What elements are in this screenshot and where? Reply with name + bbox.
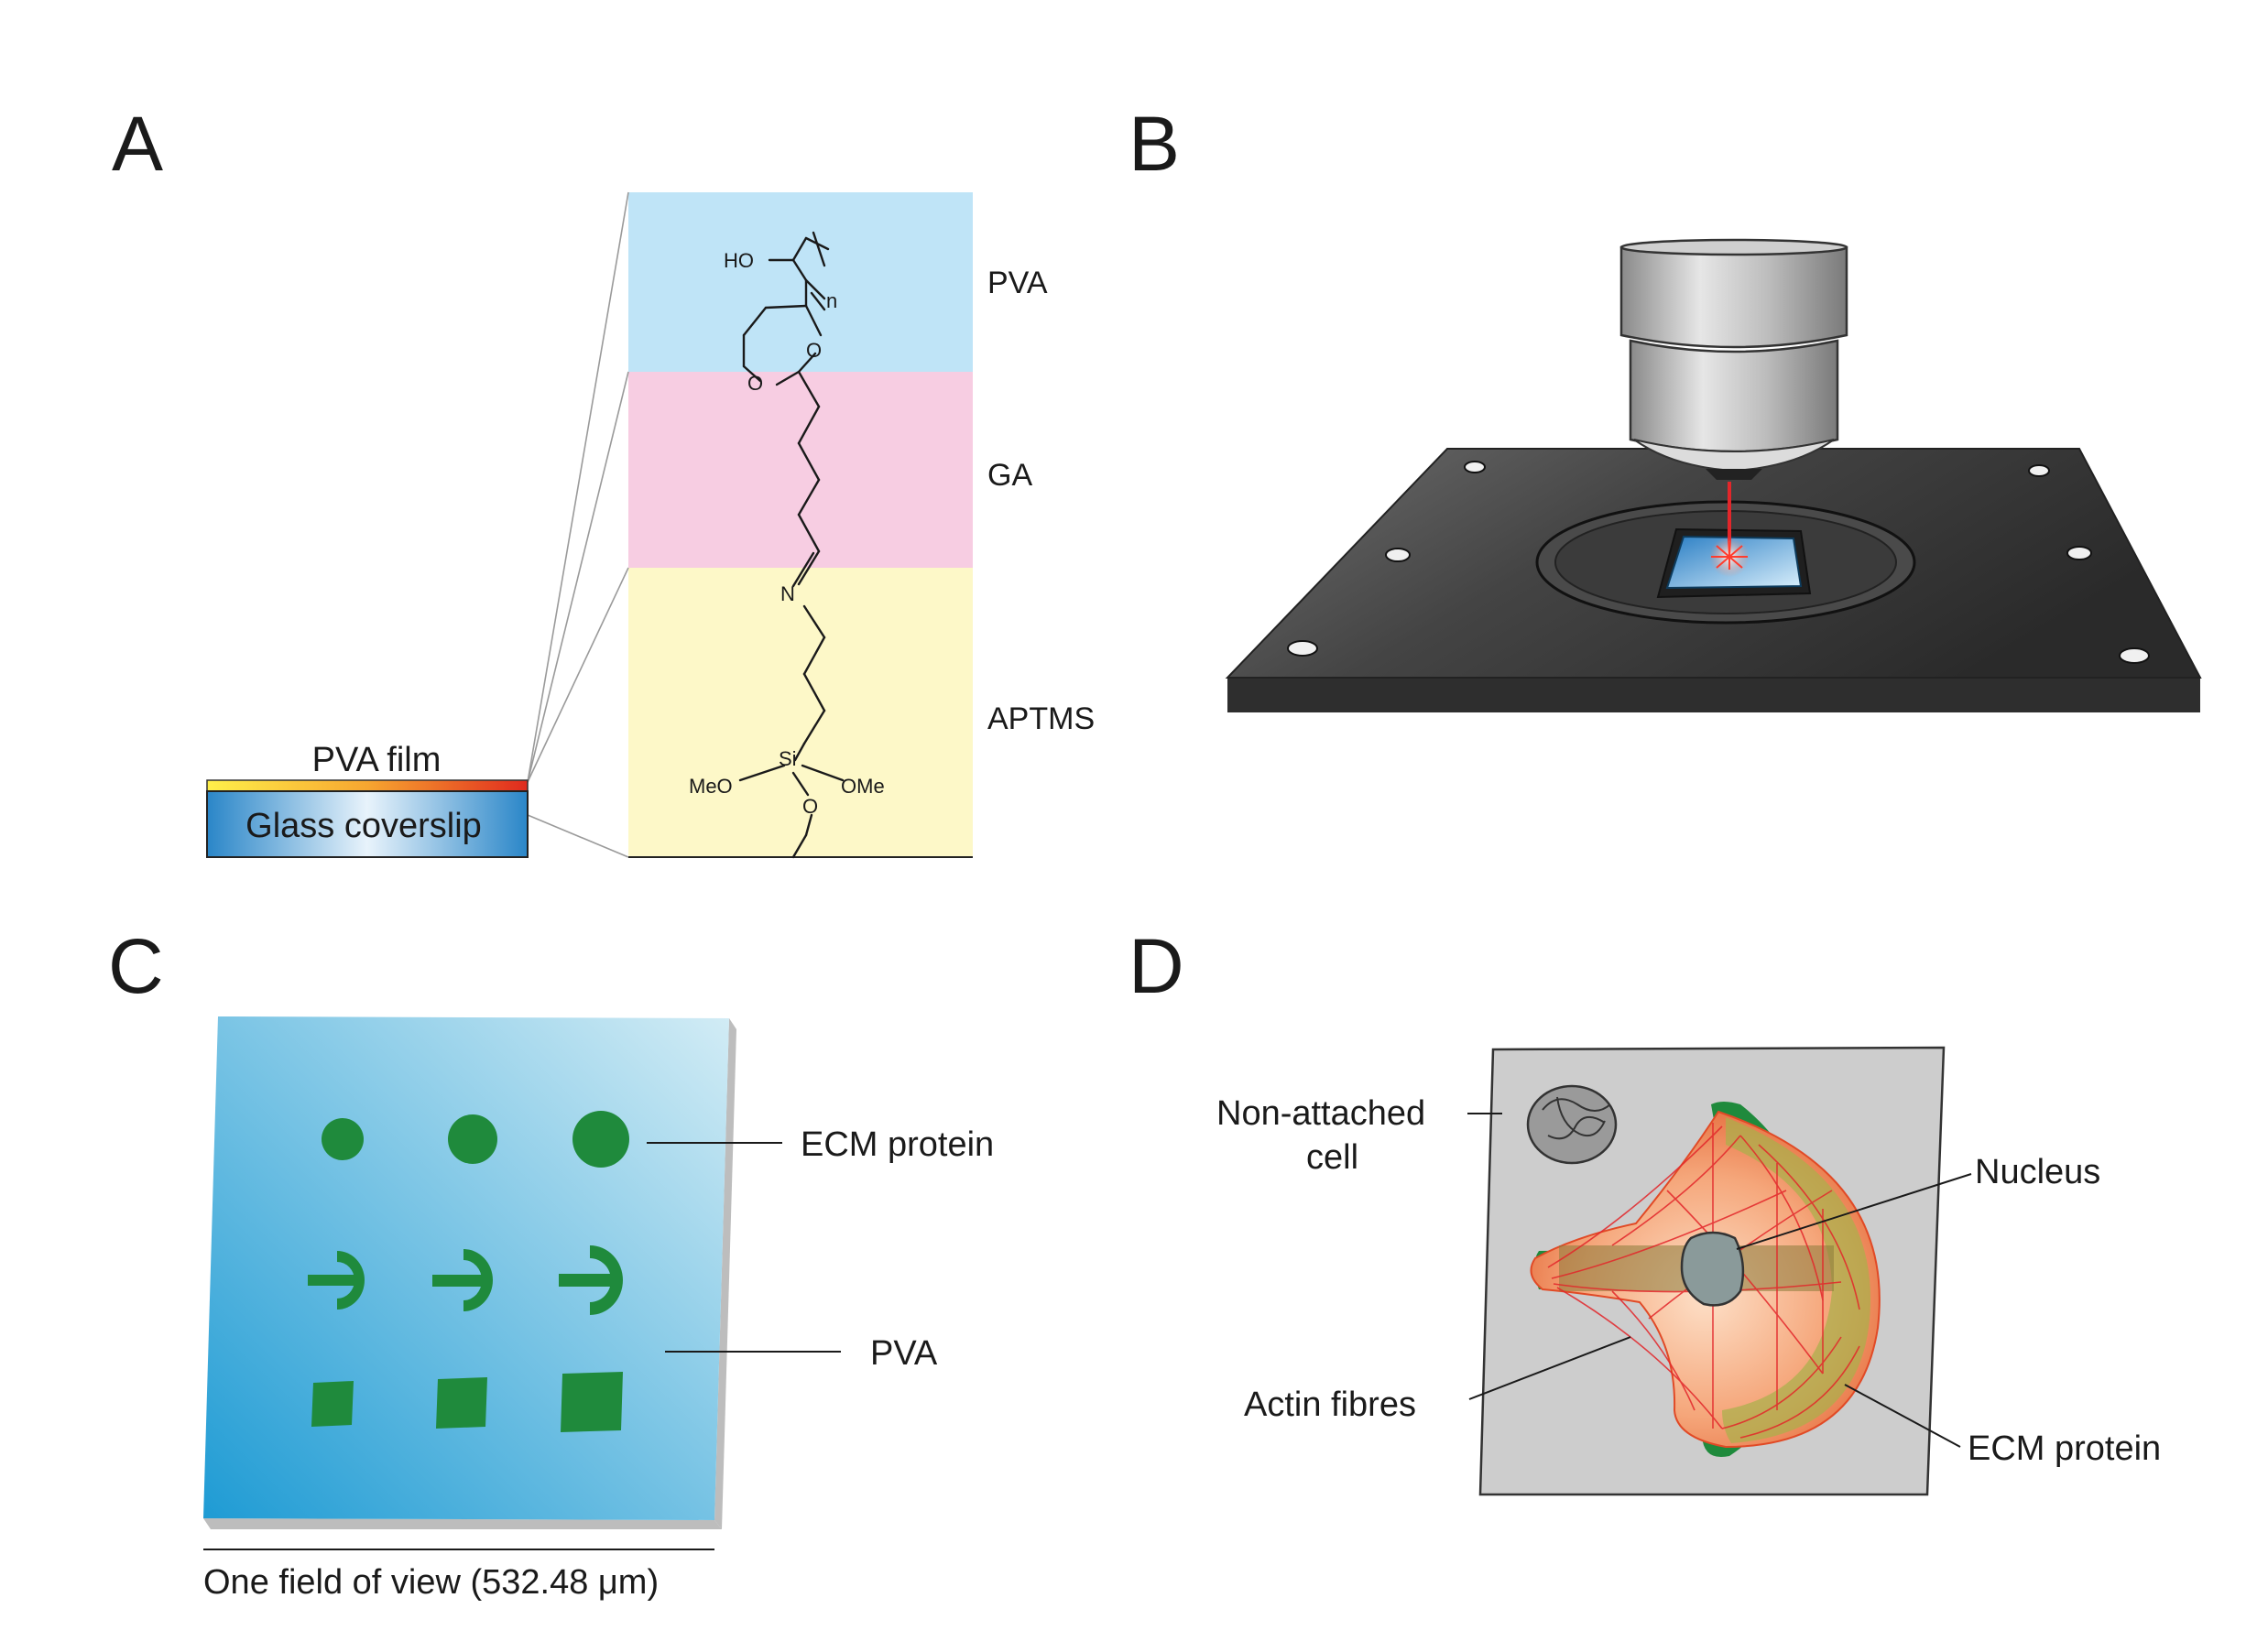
zoom-lines (527, 191, 629, 858)
ecm-circle-large (572, 1111, 629, 1168)
ecm-circle-medium (448, 1114, 497, 1164)
layer-label-ga: GA (987, 458, 1032, 493)
non-attached-label-1: Non-attached (1216, 1094, 1425, 1133)
glass-coverslip (206, 790, 529, 858)
ecm-circle-small (322, 1118, 364, 1160)
actin-fibres-label: Actin fibres (1244, 1386, 1416, 1424)
pva-label-c: PVA (870, 1334, 938, 1373)
objective-lens (1619, 238, 1848, 480)
chem-meo: MeO (689, 775, 733, 798)
cell-green-overlay (1722, 1117, 1871, 1443)
glass-coverslip-label: Glass coverslip (245, 807, 482, 845)
pva-film (206, 779, 529, 792)
panel-c-letter: C (108, 923, 164, 1009)
nucleus-label: Nucleus (1975, 1153, 2100, 1191)
pva-substrate (203, 1016, 729, 1520)
ecm-protein-label-d: ECM protein (1968, 1429, 2161, 1468)
chemical-structure (738, 231, 845, 859)
non-attached-label-2: cell (1306, 1138, 1358, 1177)
panel-b-letter: B (1128, 101, 1180, 187)
field-of-view-label: One field of view (532.48 μm) (203, 1563, 659, 1602)
ecm-square-medium (436, 1377, 487, 1429)
ecm-square-large (561, 1372, 623, 1432)
panel-a-letter: A (112, 101, 163, 187)
pva-substrate-shadow (714, 1018, 736, 1529)
pva-film-label: PVA film (312, 741, 442, 779)
pva-layer (628, 192, 973, 372)
ga-layer (628, 372, 973, 568)
ecm-crossbow-large (559, 1245, 623, 1315)
ecm-square-small (311, 1381, 354, 1427)
ecm-protein-label-c: ECM protein (801, 1125, 994, 1164)
ecm-patterns (308, 1111, 629, 1432)
leader-lines-d (1467, 1113, 1972, 1448)
stage-plate-side (1227, 678, 2200, 712)
chem-n: n (826, 289, 837, 312)
ecm-crossbow-small (308, 1251, 365, 1310)
chemical-labels: HO n O O N Si MeO OMe O (689, 249, 885, 818)
layer-label-aptms: APTMS (987, 701, 1095, 736)
chem-o-ring-2: O (747, 372, 763, 395)
chem-ome: OMe (841, 775, 885, 798)
chem-si: Si (779, 747, 797, 770)
plate-holes (1287, 461, 2150, 664)
aptms-layer (628, 568, 973, 857)
panel-d-letter: D (1128, 923, 1184, 1009)
actin-fibres (1547, 1123, 1860, 1439)
chem-nitrogen: N (780, 582, 795, 605)
laser-spark (1711, 542, 1748, 570)
chem-o-bottom: O (802, 795, 818, 818)
nucleus (1680, 1231, 1745, 1307)
layer-label-pva: PVA (987, 266, 1048, 300)
pva-substrate-bottom (203, 1518, 722, 1529)
ecm-crossbow-medium (432, 1249, 493, 1311)
non-attached-cell (1526, 1084, 1618, 1165)
chem-o-ring-1: O (806, 339, 822, 362)
chem-ho: HO (724, 249, 754, 272)
